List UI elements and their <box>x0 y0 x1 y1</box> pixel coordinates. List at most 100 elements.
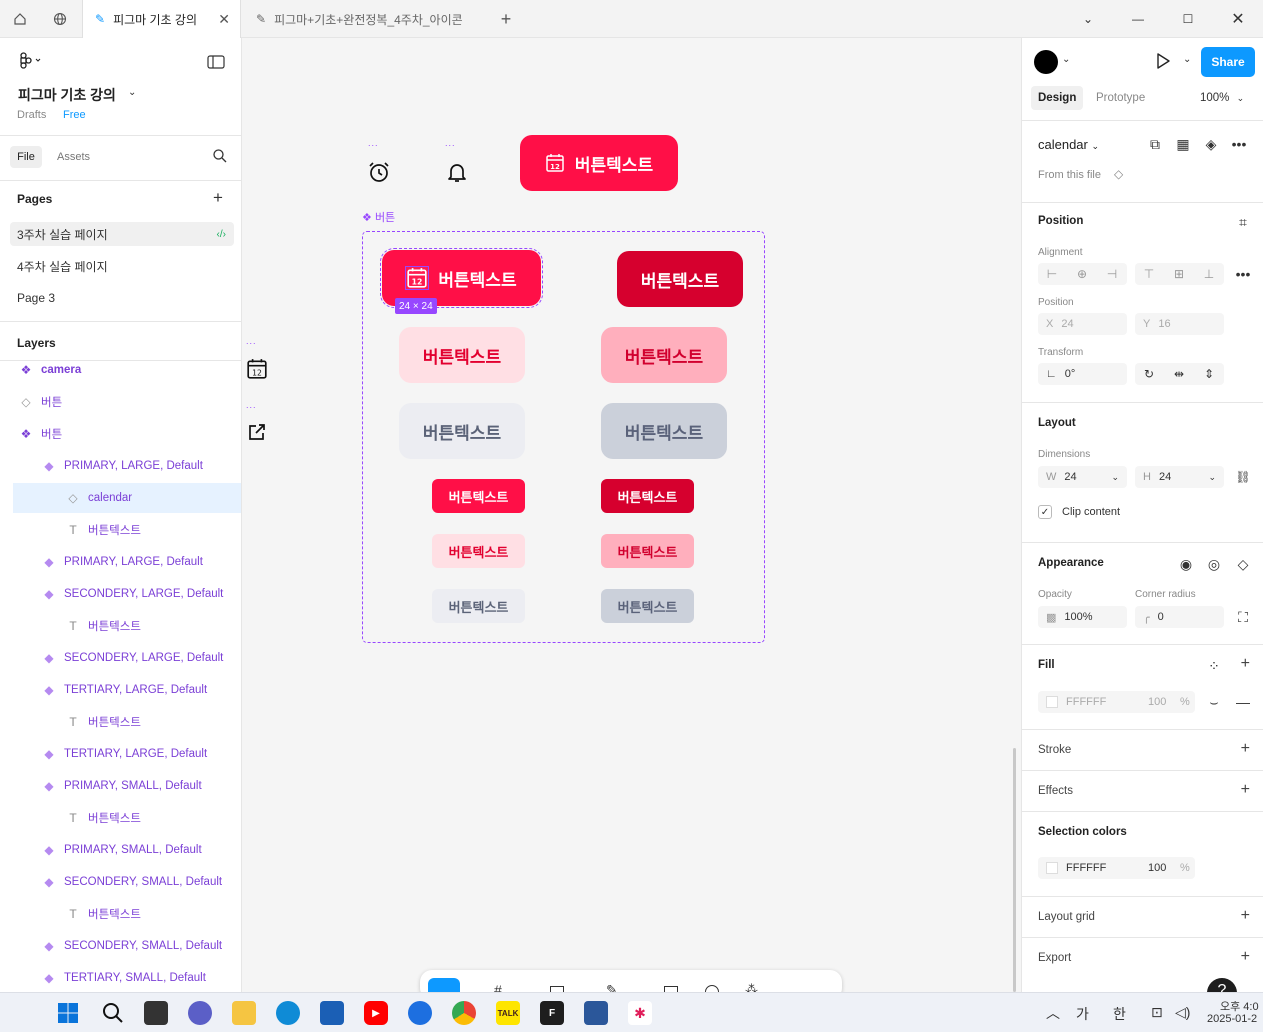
figma-menu-icon[interactable] <box>18 52 42 73</box>
align-left-icon[interactable]: ⊢ <box>1046 267 1058 281</box>
help-button[interactable]: ? <box>1207 978 1237 992</box>
layer-row[interactable]: ◆PRIMARY, SMALL, Default <box>0 835 241 865</box>
tertiary-small-button[interactable]: 버튼텍스트 <box>432 589 525 623</box>
task-view-icon[interactable] <box>144 1001 168 1025</box>
volume-icon[interactable]: ◁) <box>1175 1004 1191 1020</box>
tertiary-small-button-hover[interactable]: 버튼텍스트 <box>601 589 694 623</box>
flip-horizontal-icon[interactable]: ⇹ <box>1173 367 1185 381</box>
tab-current-file[interactable]: ✎ 피그마 기초 강의 ✕ <box>82 0 241 38</box>
layer-row[interactable]: ◇calendar <box>13 483 241 513</box>
primary-large-button-dark[interactable]: 버튼텍스트 <box>617 251 743 307</box>
chevron-down-icon[interactable]: ⌄ <box>1062 54 1071 65</box>
constraints-icon[interactable]: ⌗ <box>1239 213 1247 230</box>
app-launcher-icon[interactable] <box>408 1001 432 1025</box>
independent-corners-icon[interactable]: ⛶ <box>1238 608 1248 625</box>
layer-row[interactable]: ◆PRIMARY, LARGE, Default <box>0 547 241 577</box>
constrain-proportions-icon[interactable]: ⛓ <box>1235 470 1251 484</box>
fill-color-field[interactable]: FFFFFF 100 % <box>1038 691 1195 713</box>
tertiary-large-button[interactable]: 버튼텍스트 <box>399 403 525 459</box>
secondary-small-button[interactable]: 버튼텍스트 <box>432 534 525 568</box>
chevron-down-icon[interactable]: ⌄ <box>1082 12 1094 26</box>
frame-tool-icon[interactable]: # <box>494 982 502 998</box>
blend-mode-icon[interactable]: ◎ <box>1207 555 1221 572</box>
add-stroke-plus-icon[interactable]: + <box>1240 740 1250 757</box>
page-item[interactable]: Page 3 <box>10 286 234 310</box>
layer-row[interactable]: ◆TERTIARY, LARGE, Default <box>0 739 241 769</box>
share-button[interactable]: Share <box>1201 47 1255 77</box>
layer-row[interactable]: ◆SECONDERY, LARGE, Default <box>0 643 241 673</box>
windows-start-icon[interactable] <box>56 1001 80 1025</box>
more-options-icon[interactable]: ••• <box>1231 136 1247 152</box>
layer-row[interactable]: ◆PRIMARY, SMALL, Default <box>0 771 241 801</box>
slack-icon[interactable]: ✱ <box>628 1001 652 1025</box>
pen-tool-icon[interactable]: ✎ <box>606 982 618 998</box>
more-options-icon[interactable]: ••• <box>1235 266 1251 282</box>
community-globe-icon[interactable] <box>40 0 80 38</box>
edge-browser-icon[interactable] <box>276 1001 300 1025</box>
layer-row[interactable]: ❖camera <box>0 355 241 385</box>
page-item[interactable]: 4주차 실습 페이지 <box>10 254 234 278</box>
tab-design[interactable]: Design <box>1031 86 1084 110</box>
swap-instance-icon[interactable]: ◈ <box>1205 135 1217 152</box>
rotate-icon[interactable]: ↻ <box>1143 367 1155 381</box>
opacity-field[interactable]: ▩100% <box>1038 606 1127 628</box>
remove-fill-icon[interactable]: — <box>1236 694 1250 710</box>
layer-row[interactable]: ❖버튼 <box>0 419 241 449</box>
add-page-plus-icon[interactable]: + <box>213 188 223 207</box>
align-middle-icon[interactable]: ⊞ <box>1173 267 1185 281</box>
canvas-scrollbar[interactable] <box>1013 748 1016 992</box>
chevron-down-icon[interactable]: ⌄ <box>128 87 137 98</box>
chat-app-icon[interactable] <box>188 1001 212 1025</box>
align-right-icon[interactable]: ⊣ <box>1106 267 1118 281</box>
flip-vertical-icon[interactable]: ⇕ <box>1203 367 1215 381</box>
tab-assets[interactable]: Assets <box>57 151 91 163</box>
layer-row[interactable]: ◆TERTIARY, SMALL, Default <box>0 963 241 992</box>
bell-icon[interactable] <box>445 160 469 187</box>
selection-color-field[interactable]: FFFFFF 100 % <box>1038 857 1195 879</box>
variants-grid-icon[interactable]: ▦ <box>1176 135 1190 152</box>
primary-small-button-dark[interactable]: 버튼텍스트 <box>601 479 694 513</box>
add-effect-plus-icon[interactable]: + <box>1240 781 1250 798</box>
go-to-main-component-icon[interactable]: ⧉ <box>1150 135 1160 152</box>
canvas[interactable]: ... ... 12 버튼텍스트 ❖ 버튼 12 버튼텍스트 24 × 24 버… <box>242 38 1021 992</box>
add-grid-plus-icon[interactable]: + <box>1240 907 1250 924</box>
clock-time[interactable]: 오후 4:0 <box>1220 1001 1259 1013</box>
chrome-icon[interactable] <box>452 1001 476 1025</box>
clock-date[interactable]: 2025-01-2 <box>1207 1013 1258 1025</box>
color-swatch[interactable] <box>1046 696 1058 708</box>
tab-prototype[interactable]: Prototype <box>1096 92 1146 104</box>
search-icon[interactable] <box>212 148 228 167</box>
align-center-icon[interactable]: ⊕ <box>1076 267 1088 281</box>
close-window-icon[interactable]: ✕ <box>1231 11 1245 28</box>
maximize-icon[interactable]: ☐ <box>1182 12 1194 26</box>
component-diamond-icon[interactable]: ◇ <box>1114 167 1124 181</box>
layer-row[interactable]: ◆SECONDERY, SMALL, Default <box>0 867 241 897</box>
corner-radius-field[interactable]: ╭0 <box>1135 606 1224 628</box>
drop-icon[interactable]: ◇ <box>1237 555 1249 572</box>
add-export-plus-icon[interactable]: + <box>1240 948 1250 965</box>
kakaotalk-icon[interactable]: TALK <box>496 1001 520 1025</box>
chevron-down-icon[interactable]: ⌄ <box>1183 54 1192 65</box>
primary-large-button-selected[interactable]: 12 버튼텍스트 <box>380 248 543 308</box>
layer-row[interactable]: ◇버튼 <box>0 387 241 417</box>
layer-row[interactable]: ◆TERTIARY, LARGE, Default <box>0 675 241 705</box>
play-icon[interactable] <box>1156 53 1170 72</box>
tab-other-file[interactable]: ✎ 피그마+기초+완전정복_4주차_아이콘 <box>244 0 486 38</box>
new-tab-plus-icon[interactable]: + <box>500 8 512 29</box>
ime-mode-1[interactable]: 가 <box>1076 1006 1089 1022</box>
ime-mode-2[interactable]: 한 <box>1113 1006 1126 1022</box>
home-icon[interactable] <box>0 0 40 38</box>
component-set-label[interactable]: ❖ 버튼 <box>362 209 395 225</box>
rotation-field[interactable]: ∟0° <box>1038 363 1127 385</box>
file-explorer-icon[interactable] <box>232 1001 256 1025</box>
notepad-icon[interactable] <box>584 1001 608 1025</box>
chevron-up-icon[interactable]: ︿ <box>1046 1005 1060 1021</box>
align-bottom-icon[interactable]: ⊥ <box>1203 267 1215 281</box>
